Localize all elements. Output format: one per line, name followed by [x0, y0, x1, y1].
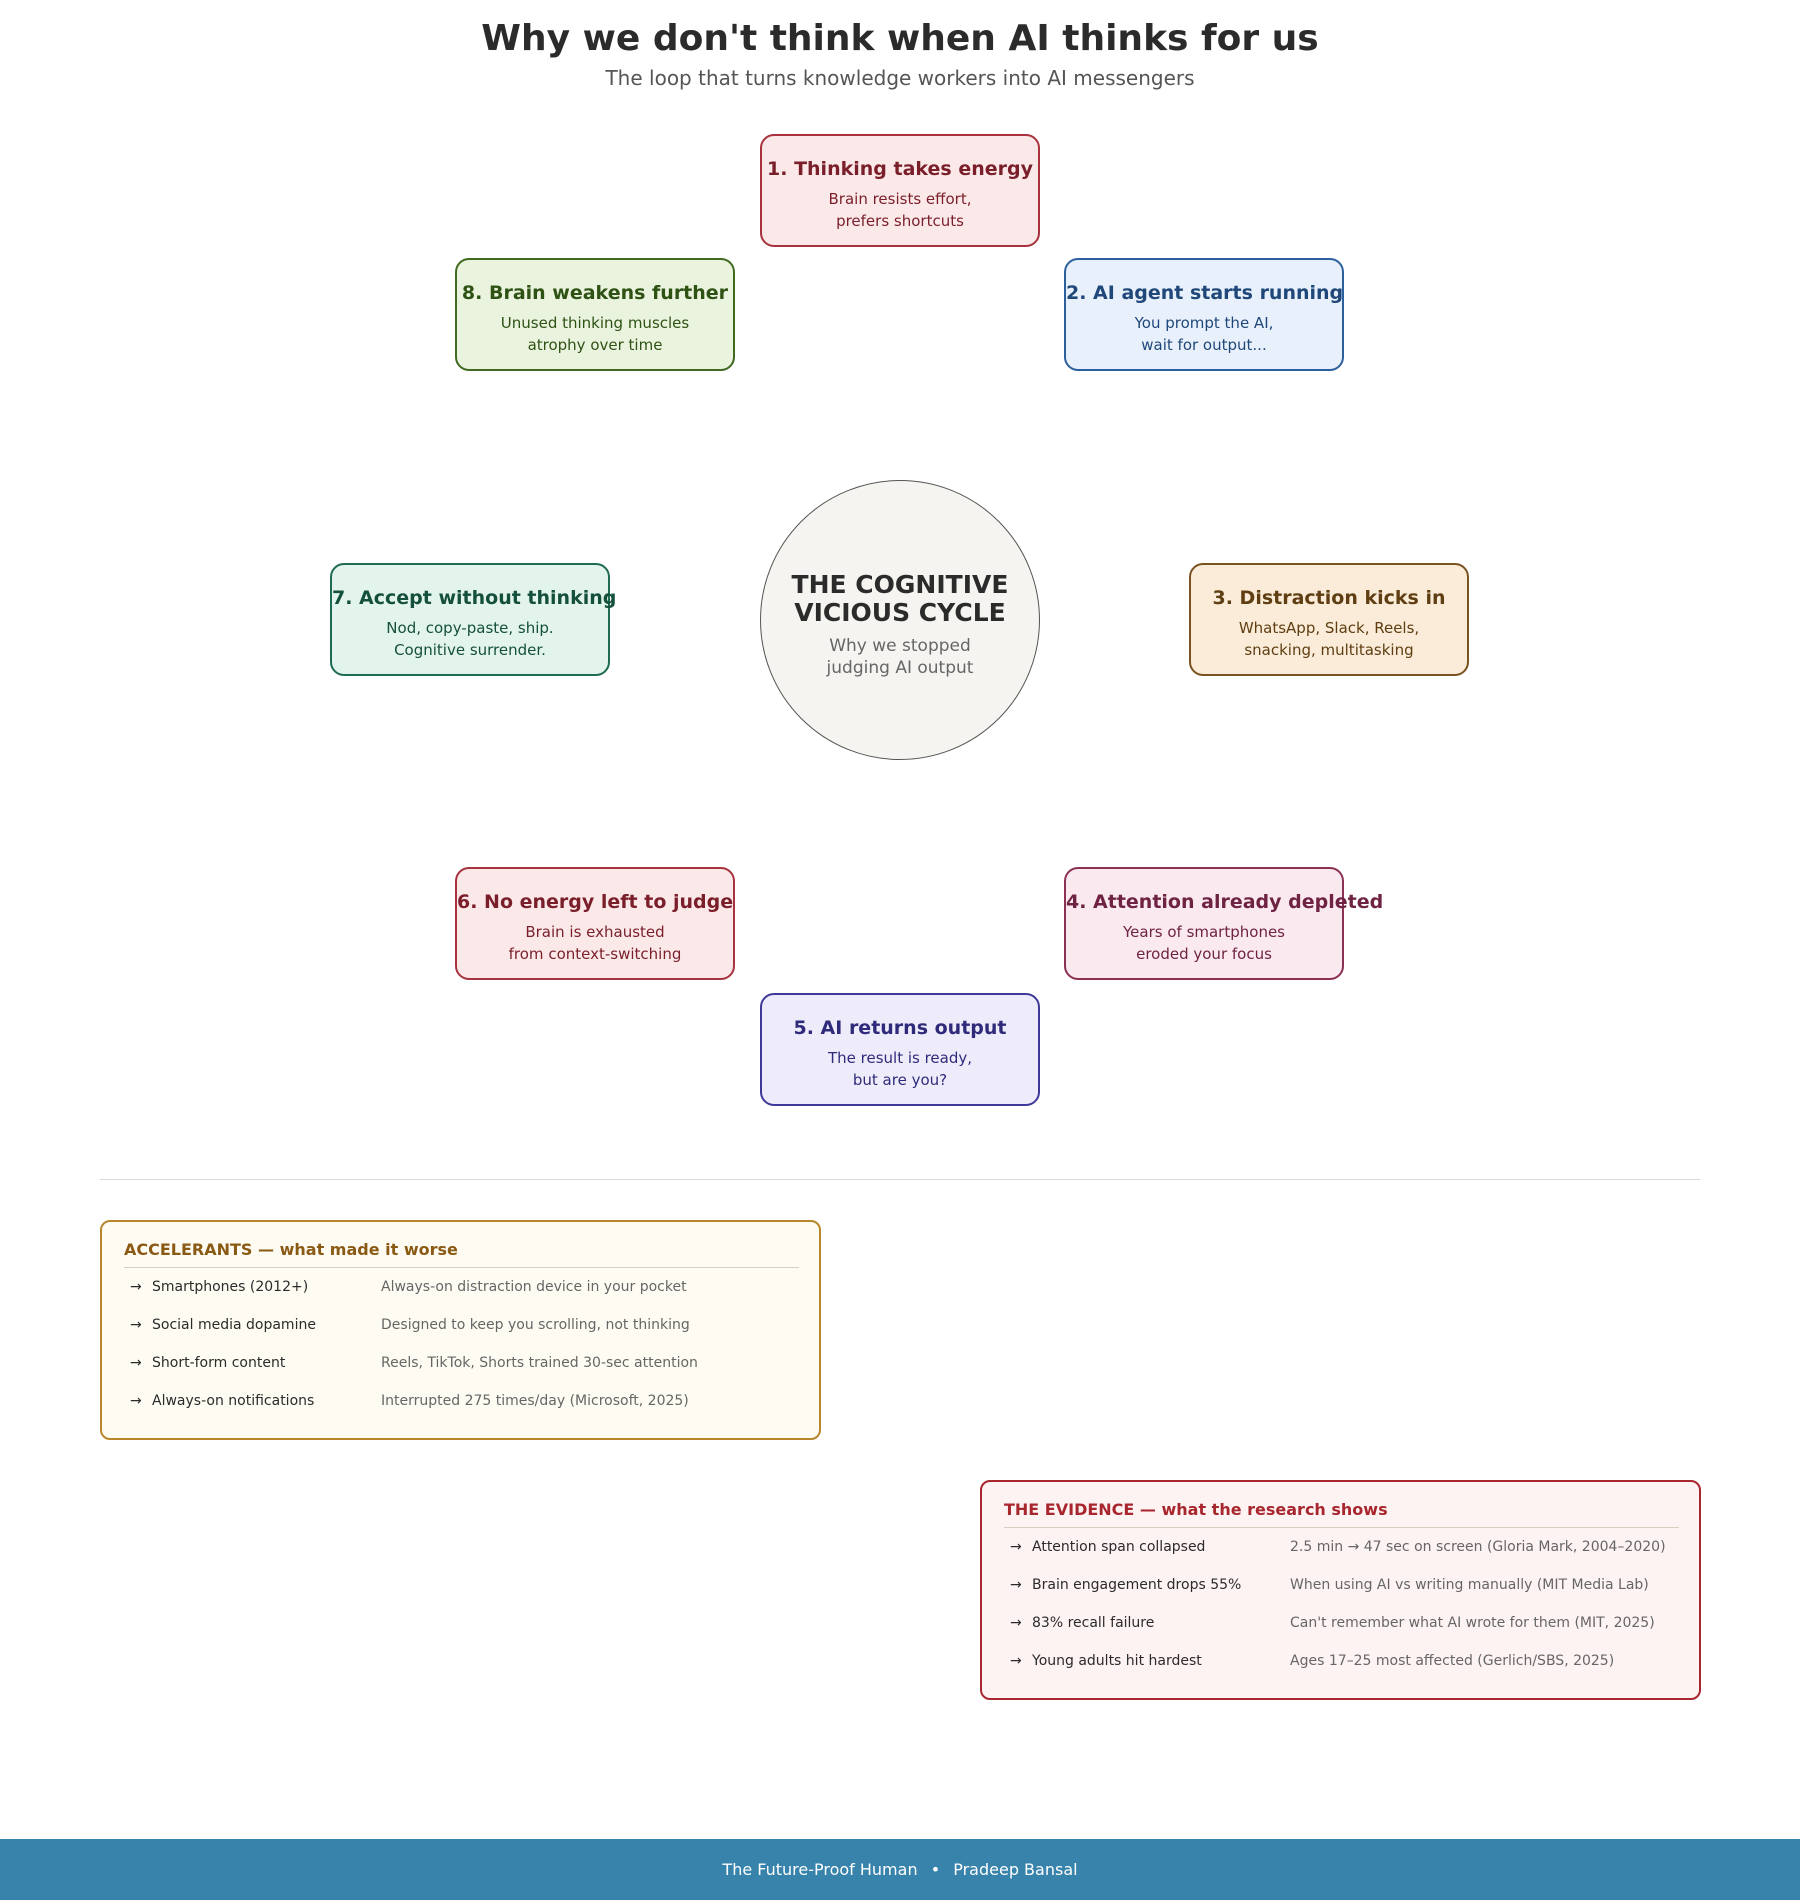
evidence-label: Brain engagement drops 55% [1032, 1577, 1242, 1593]
cycle-step-desc-line: but are you? [852, 1071, 948, 1089]
cycle-step-8: 8. Brain weakens further Unused thinking… [455, 258, 735, 371]
accelerant-label: Always-on notifications [152, 1393, 315, 1409]
cycle-step-title: 3. Distraction kicks in [1212, 587, 1446, 609]
evidence-row: → 83% recall failure Can't remember what A… [1004, 1604, 1679, 1642]
footer-separator: • [930, 1860, 941, 1879]
cycle-step-desc-line: wait for output... [1141, 336, 1267, 354]
arrow-icon: → [130, 1279, 142, 1295]
footer-bar: The Future-Proof Human • Pradeep Bansal [0, 1839, 1800, 1900]
cycle-step-desc-line: Nod, copy-paste, ship. [386, 619, 554, 637]
cycle-step-title: 5. AI returns output [793, 1017, 1007, 1039]
accelerants-title: ACCELERANTS — what made it worse [124, 1240, 799, 1268]
cycle-step-title: 2. AI agent starts running [1066, 282, 1344, 304]
cycle-step-6: 6. No energy left to judge Brain is exha… [455, 867, 735, 980]
arrow-icon: → [1010, 1539, 1022, 1555]
cycle-step-3: 3. Distraction kicks in WhatsApp, Slack,… [1189, 563, 1469, 676]
accelerant-label: Social media dopamine [152, 1317, 316, 1333]
cycle-center-title-line: VICIOUS CYCLE [794, 598, 1006, 627]
cycle-step-description: Unused thinking muscles atrophy over tim… [457, 312, 733, 356]
arrow-icon: → [130, 1355, 142, 1371]
cycle-step-7: 7. Accept without thinking Nod, copy-pas… [330, 563, 617, 676]
cycle-step-desc-line: prefers shortcuts [836, 212, 964, 230]
cycle-step-title: 4. Attention already depleted [1066, 891, 1384, 913]
arrow-icon: → [130, 1317, 142, 1333]
evidence-label: 83% recall failure [1032, 1615, 1155, 1631]
arrow-icon: → [1010, 1653, 1022, 1669]
accelerant-label: Smartphones (2012+) [152, 1279, 309, 1295]
accelerant-row: → Short-form content Reels, TikTok, Shorts… [124, 1344, 799, 1382]
cycle-step-1: 1. Thinking takes energy Brain resists e… [760, 134, 1040, 247]
cycle-step-4: 4. Attention already depleted Years of s… [1064, 867, 1384, 980]
cycle-step-desc-line: Unused thinking muscles [500, 314, 690, 332]
accelerant-detail: Always-on distraction device in your poc… [381, 1279, 687, 1295]
cycle-step-description: The result is ready, but are you? [762, 1047, 1038, 1091]
page-subtitle: The loop that turns knowledge workers in… [605, 66, 1195, 90]
cycle-step-desc-line: Years of smartphones [1123, 923, 1285, 941]
cycle-center-circle: THE COGNITIVE VICIOUS CYCLE Why we stopp… [760, 480, 1040, 760]
accelerants-panel: ACCELERANTS — what made it worse → Smartp… [100, 1220, 821, 1440]
footer-publication: The Future-Proof Human [722, 1860, 918, 1879]
page-title: Why we don't think when AI thinks for us [481, 18, 1319, 59]
cycle-center-subtitle-line: judging AI output [826, 658, 974, 678]
cycle-step-desc-line: snacking, multitasking [1244, 641, 1414, 659]
cycle-step-desc-line: You prompt the AI, [1134, 314, 1274, 332]
cycle-step-title: 1. Thinking takes energy [767, 158, 1033, 180]
cycle-step-description: WhatsApp, Slack, Reels, snacking, multit… [1191, 617, 1467, 661]
accelerant-row: → Smartphones (2012+) Always-on distractio… [124, 1268, 799, 1306]
cycle-step-2: 2. AI agent starts running You prompt th… [1064, 258, 1344, 371]
evidence-row: → Attention span collapsed 2.5 min → 47 se… [1004, 1528, 1679, 1566]
cycle-step-desc-line: The result is ready, [827, 1049, 973, 1067]
accelerant-row: → Social media dopamine Designed to keep y… [124, 1306, 799, 1344]
footer-author: Pradeep Bansal [953, 1860, 1078, 1879]
cycle-step-description: Years of smartphones eroded your focus [1066, 921, 1342, 965]
cycle-step-description: Nod, copy-paste, ship. Cognitive surrend… [332, 617, 608, 661]
cycle-step-desc-line: from context-switching [508, 945, 682, 963]
cycle-center-title: THE COGNITIVE VICIOUS CYCLE [761, 571, 1039, 627]
arrow-icon: → [1010, 1615, 1022, 1631]
evidence-detail: Can't remember what AI wrote for them (M… [1290, 1615, 1655, 1631]
cycle-center-title-line: THE COGNITIVE [791, 570, 1009, 599]
evidence-detail: Ages 17–25 most affected (Gerlich/SBS, 2… [1290, 1653, 1615, 1669]
cycle-center-subtitle-line: Why we stopped [829, 636, 971, 656]
cycle-step-description: Brain is exhausted from context-switchin… [457, 921, 733, 965]
evidence-label: Attention span collapsed [1032, 1539, 1206, 1555]
evidence-detail: When using AI vs writing manually (MIT M… [1290, 1577, 1649, 1593]
cycle-step-5: 5. AI returns output The result is ready… [760, 993, 1040, 1106]
evidence-panel: THE EVIDENCE — what the research shows →… [980, 1480, 1701, 1700]
accelerant-label: Short-form content [152, 1355, 286, 1371]
accelerant-row: → Always-on notifications Interrupted 275 … [124, 1382, 799, 1420]
cycle-step-title: 6. No energy left to judge [457, 891, 734, 913]
cycle-step-title: 7. Accept without thinking [332, 587, 617, 609]
cycle-step-desc-line: eroded your focus [1136, 945, 1272, 963]
cycle-step-desc-line: Brain is exhausted [525, 923, 665, 941]
cycle-step-desc-line: Brain resists effort, [828, 190, 972, 208]
section-divider [100, 1179, 1700, 1180]
accelerant-detail: Reels, TikTok, Shorts trained 30-sec att… [381, 1355, 698, 1371]
arrow-icon: → [130, 1393, 142, 1409]
evidence-title: THE EVIDENCE — what the research shows [1004, 1500, 1679, 1528]
evidence-detail: 2.5 min → 47 sec on screen (Gloria Mark,… [1290, 1539, 1666, 1555]
cycle-center-subtitle: Why we stopped judging AI output [761, 635, 1039, 679]
cycle-step-desc-line: atrophy over time [527, 336, 663, 354]
cycle-step-desc-line: Cognitive surrender. [394, 641, 546, 659]
arrow-icon: → [1010, 1577, 1022, 1593]
accelerant-detail: Interrupted 275 times/day (Microsoft, 20… [381, 1393, 689, 1409]
cycle-step-title: 8. Brain weakens further [461, 282, 729, 304]
evidence-label: Young adults hit hardest [1032, 1653, 1202, 1669]
evidence-row: → Brain engagement drops 55% When using AI… [1004, 1566, 1679, 1604]
cycle-step-description: You prompt the AI, wait for output... [1066, 312, 1342, 356]
evidence-row: → Young adults hit hardest Ages 17–25 most… [1004, 1642, 1679, 1680]
cycle-step-desc-line: WhatsApp, Slack, Reels, [1238, 619, 1420, 637]
cycle-step-description: Brain resists effort, prefers shortcuts [762, 188, 1038, 232]
accelerant-detail: Designed to keep you scrolling, not thin… [381, 1317, 690, 1333]
